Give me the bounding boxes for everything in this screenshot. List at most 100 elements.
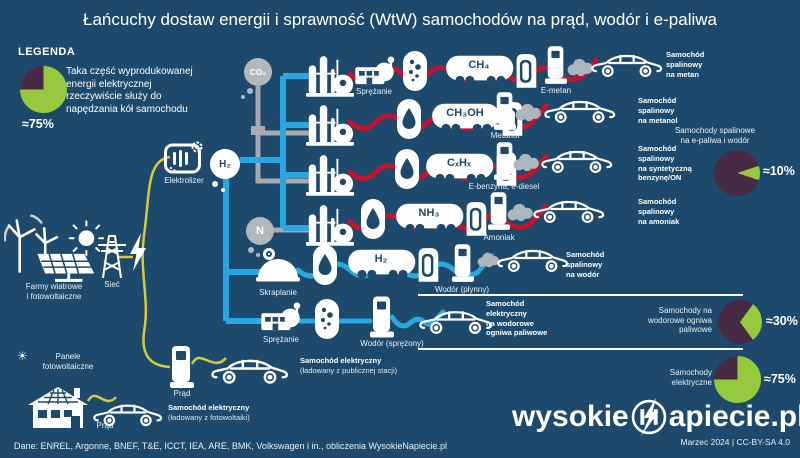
- pv-house-icon: [26, 382, 90, 430]
- car-caption: Samochód spalinowy na syntetyczną benzyn…: [638, 144, 692, 183]
- divider-line: [418, 348, 743, 350]
- electric-car-icon: [210, 350, 290, 387]
- h2-molecule-icon: H₂: [210, 149, 240, 179]
- tanker-truck-ch3oh: CH₃OH: [432, 98, 524, 139]
- truck-cargo-label: NH₃: [418, 207, 440, 219]
- legend-description: Taka część wyprodukowanej energii elektr…: [66, 66, 193, 115]
- car-caption: Samochód spalinowy na metan: [666, 50, 705, 79]
- fuel-dispenser-icon: [545, 46, 567, 85]
- car-subcaption: (ładowany z fotowoltaiki): [168, 412, 250, 422]
- tanker-truck-ch4: CH₄: [446, 50, 538, 91]
- compressor-icon: [260, 302, 302, 332]
- car-caption: Samochód spalinowy na wodór: [566, 250, 605, 279]
- tanker-truck-nh3: NH₃: [396, 198, 488, 239]
- combustion-car-icon: [540, 142, 614, 176]
- process-label: Sprężanie: [262, 335, 300, 344]
- truck-cargo-label: CₓHₓ: [447, 157, 471, 169]
- station-label: E-benzyna, e-diesel: [468, 182, 540, 191]
- pipe-coupling: [251, 126, 265, 135]
- wind-solar-farm-icon: [4, 212, 106, 286]
- combustion-car-icon: [590, 46, 664, 80]
- logo-text-left: wysokie: [512, 400, 629, 433]
- liquid-storage-tank-icon: [396, 98, 422, 140]
- pie-label: Samochody elektryczne: [669, 368, 712, 387]
- electrolyzer-icon: [164, 141, 204, 175]
- synthesis-plant-icon: [306, 203, 354, 246]
- panels-label: Panele fotowoltaiczne: [42, 352, 94, 371]
- fuel-dispenser-icon: [452, 244, 474, 283]
- truck-cargo-label: CH₄: [468, 59, 490, 71]
- synthesis-plant-icon: [306, 153, 354, 196]
- co2-bubble: [241, 95, 245, 99]
- co2-molecule-icon: CO₂: [244, 58, 272, 86]
- liquid-storage-tank-icon: [394, 148, 420, 190]
- synthesis-plant-icon: [306, 54, 354, 97]
- electric-car-icon: [92, 396, 164, 429]
- h2-manifold: [223, 73, 312, 324]
- station-label: E-metan: [540, 86, 572, 95]
- car-caption: Samochód elektryczny: [300, 356, 382, 365]
- page-title: Łańcuchy dostaw energii i sprawność (WtW…: [82, 10, 717, 29]
- legend-pie-value: ≈75%: [22, 117, 54, 131]
- fuel-cell-share-pie: [718, 300, 762, 344]
- liquefaction-dome-icon: [256, 247, 300, 283]
- station-label: Prąd: [96, 421, 114, 430]
- exhaust-cloud-icon: [514, 103, 544, 122]
- truck-cargo-label: H₂: [374, 253, 388, 265]
- fuel-dispenser-icon: [370, 296, 394, 339]
- station-label: Prąd: [173, 389, 191, 398]
- pie-value: ≈75%: [764, 372, 796, 386]
- farms-label: Farmy wiatrowe i fotowoltaiczne: [25, 282, 83, 301]
- car-caption-group: Samochód elektryczny (ładowany z fotowol…: [168, 403, 338, 422]
- car-caption: Samochód spalinowy na amoniak: [638, 197, 680, 226]
- tanker-truck-cxhx: CₓHₓ: [426, 148, 518, 189]
- exhaust-cloud-icon: [512, 153, 542, 172]
- station-label: Wodór (płynny): [434, 285, 490, 294]
- car-caption: Samochód spalinowy na metanol: [638, 96, 678, 125]
- car-subcaption: (ładowany z publicznej stacji): [300, 365, 398, 375]
- ev-share-pie: [714, 356, 761, 403]
- fuel-cell-car-icon: [418, 302, 494, 337]
- electricity-cable: [86, 155, 227, 403]
- process-label: Sprężanie: [355, 87, 393, 96]
- lightning-bolt-icon: [128, 233, 148, 271]
- truck-cargo-label: CH₃OH: [446, 107, 484, 119]
- logo-lightning-n-icon: [630, 398, 668, 436]
- logo-date: Marzec 2024 | CC-BY-SA 4.0: [680, 437, 790, 447]
- station-label: Wodór (sprężony): [360, 339, 424, 348]
- gas-storage-tank-icon: [314, 298, 340, 340]
- n-bubble: [248, 247, 254, 253]
- sun-icon: ☀: [17, 349, 28, 363]
- grid-tower-icon: [96, 230, 128, 280]
- pie-label: Samochody spalinowe na e-paliwa i wodór: [674, 126, 756, 145]
- combustion-car-icon: [543, 92, 617, 126]
- tanker-truck-h2: H₂: [348, 244, 440, 285]
- process-label: Skraplanie: [259, 288, 297, 297]
- h2-bubble: [221, 188, 225, 192]
- co2-bubble: [247, 88, 253, 94]
- electrolyzer-label: Elektrolizer: [164, 176, 204, 185]
- h2-bubble: [212, 181, 218, 187]
- synthesis-plant-icon: [306, 103, 354, 146]
- divider-line: [418, 294, 743, 296]
- n-bubble: [256, 253, 260, 257]
- pie-value: ≈10%: [763, 164, 795, 178]
- logo-text-right: apiecie.pl: [668, 400, 800, 433]
- charging-station-icon: [170, 345, 194, 389]
- station-label: Amoniak: [483, 233, 515, 242]
- site-logo: wysokie apiecie.pl: [512, 398, 800, 436]
- legend-pie-chart: [20, 66, 67, 113]
- gas-storage-tank-icon: [402, 50, 428, 92]
- liquid-storage-tank-icon: [360, 198, 386, 240]
- legend-heading: LEGENDA: [18, 46, 76, 58]
- sources-note: Dane: ENREL, Argonne, BNEF, T&E, ICCT, I…: [14, 441, 447, 451]
- pie-value: ≈30%: [766, 314, 798, 328]
- grid-label: Sieć: [104, 280, 120, 289]
- combustion-car-icon: [496, 241, 570, 275]
- combustion-car-icon: [532, 192, 606, 226]
- fuel-dispenser-icon: [494, 92, 516, 131]
- liquid-storage-tank-icon: [312, 244, 338, 286]
- car-caption-group: Samochód elektryczny (ładowany z publicz…: [300, 356, 470, 375]
- n-molecule-icon: N: [246, 217, 274, 245]
